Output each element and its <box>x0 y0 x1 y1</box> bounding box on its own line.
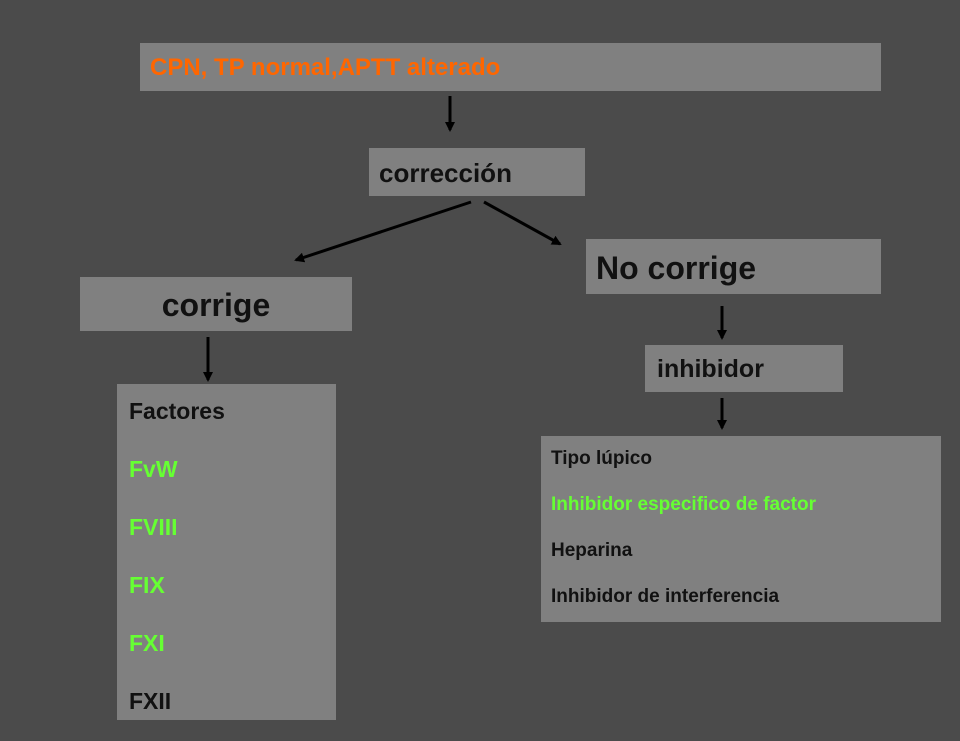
factor-item: FIX <box>129 572 165 598</box>
inhibidor-text: inhibidor <box>657 355 764 383</box>
factor-item: FVIII <box>129 514 178 540</box>
arrow-correction-to-no-corrige <box>483 200 562 246</box>
corrige-text: corrige <box>161 287 271 323</box>
header-text: CPN, TP normal,APTT alterado <box>150 54 501 81</box>
correction-step-box: corrección <box>369 148 585 196</box>
factor-item: FXII <box>129 688 172 714</box>
factores-box: Factores FvW FVIII FIX FXI FXII <box>117 384 336 720</box>
inhibidor-box: inhibidor <box>645 345 843 392</box>
arrow-correction-to-corrige <box>294 200 472 263</box>
inhibitor-type-item: Tipo lúpico <box>551 448 652 469</box>
factor-item: FXI <box>129 630 165 656</box>
no-corrige-box: No corrige <box>586 239 881 294</box>
corrige-box: corrige <box>80 277 352 331</box>
factores-title: Factores <box>129 398 225 424</box>
correction-step-text: corrección <box>379 158 512 188</box>
inhibitor-type-item: Inhibidor especifico de factor <box>551 494 816 515</box>
no-corrige-text: No corrige <box>596 250 757 286</box>
inhibitor-type-item: Inhibidor de interferencia <box>551 586 780 607</box>
header-box: CPN, TP normal,APTT alterado <box>140 43 881 91</box>
inhibitor-type-item: Heparina <box>551 540 633 561</box>
flow-arrows <box>203 96 727 430</box>
inhibitor-types-box: Tipo lúpico Inhibidor especifico de fact… <box>541 436 941 622</box>
factor-item: FvW <box>129 456 178 482</box>
